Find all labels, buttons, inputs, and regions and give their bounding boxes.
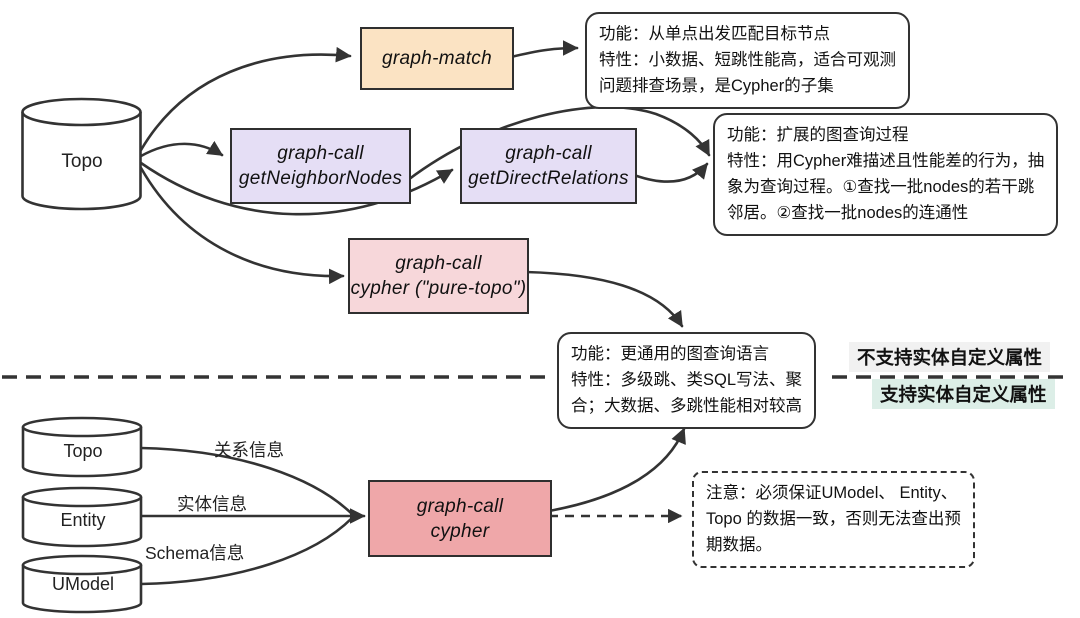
umodel-db-label: UModel (51, 574, 115, 594)
graph-match-label: graph-match (382, 48, 492, 69)
callout-line: 功能：扩展的图查询过程 (727, 126, 909, 144)
topo-db-cylinder-top (21, 97, 142, 211)
entity-db-cylinder (21, 486, 143, 548)
arrow-cypher-pure-topo-to-cypher-note (524, 270, 684, 328)
cypher-node: graph-call cypher (368, 480, 552, 557)
arrow-topo-to-cypher-pure-topo (139, 166, 345, 285)
warning-callout: 注意：必须保证UModel、 Entity、 Topo 的数据一致，否则无法查出… (692, 471, 975, 568)
supported-properties-label: 支持实体自定义属性 (872, 379, 1055, 409)
edge-topo-to-cypher (139, 446, 354, 516)
node-label-line2: getDirectRelations (468, 168, 629, 189)
callout-line: 问题排查场景，是Cypher的子集 (599, 77, 834, 95)
callout-line: 功能：从单点出发匹配目标节点 (599, 25, 830, 43)
node-label-line1: graph-call (505, 143, 592, 164)
callout-line: 象为查询过程。①查找一批nodes的若干跳 (727, 178, 1035, 196)
graph-match-node: graph-match (360, 27, 514, 90)
edge-label-schema-info: Schema信息 (145, 543, 245, 563)
cypher-pure-topo-node: graph-call cypher ("pure-topo") (348, 238, 529, 314)
arrow-get-direct-relations-to-note (632, 162, 709, 183)
callout-line: 特性：用Cypher难描述且性能差的行为，抽 (727, 152, 1045, 170)
callout-line: 功能：更通用的图查询语言 (571, 345, 769, 363)
cypher-callout: 功能：更通用的图查询语言 特性：多级跳、类SQL写法、聚 合；大数据、多跳性能相… (557, 332, 817, 429)
edge-label-relation-info: 关系信息 (214, 440, 284, 460)
node-label-line2: getNeighborNodes (238, 168, 403, 189)
node-label-line1: graph-call (416, 495, 504, 517)
topo-db-label: Topo (61, 151, 103, 172)
node-label-line2: cypher ("pure-topo") (350, 278, 527, 299)
callout-line: 合；大数据、多跳性能相对较高 (571, 397, 802, 415)
umodel-db-cylinder (21, 554, 143, 614)
unsupported-properties-label: 不支持实体自定义属性 (849, 342, 1051, 372)
arrow-cypher-to-cypher-note (547, 427, 686, 513)
edge-umodel-to-cypher (139, 516, 354, 586)
callout-line: 注意：必须保证UModel、 Entity、 (706, 484, 958, 502)
callout-line: 邻居。②查找一批nodes的连通性 (727, 204, 969, 222)
callout-line: 期数据。 (706, 536, 772, 554)
arrow-topo-to-graph-match (139, 46, 352, 152)
get-direct-relations-node: graph-call getDirectRelations (460, 128, 637, 204)
callout-line: 特性：小数据、短跳性能高，适合可观测 (599, 51, 896, 69)
graph-call-callout: 功能：扩展的图查询过程 特性：用Cypher难描述且性能差的行为，抽 象为查询过… (713, 113, 1059, 236)
get-neighbor-nodes-node: graph-call getNeighborNodes (230, 128, 411, 204)
arrow-topo-to-get-neighbor-nodes (139, 140, 224, 158)
topo-db-cylinder-bottom (21, 416, 143, 478)
node-label-line1: graph-call (395, 253, 482, 274)
topo-db-label-bottom: Topo (63, 441, 103, 461)
node-label-line2: cypher (430, 520, 490, 542)
entity-db-label: Entity (60, 510, 106, 530)
edge-label-entity-info: 实体信息 (177, 494, 247, 514)
arrow-graph-match-to-note (509, 40, 579, 59)
node-label-line1: graph-call (277, 143, 364, 164)
graph-match-callout: 功能：从单点出发匹配目标节点 特性：小数据、短跳性能高，适合可观测 问题排查场景… (585, 12, 910, 109)
callout-line: 特性：多级跳、类SQL写法、聚 (571, 371, 803, 389)
callout-line: Topo 的数据一致，否则无法查出预 (706, 510, 961, 528)
